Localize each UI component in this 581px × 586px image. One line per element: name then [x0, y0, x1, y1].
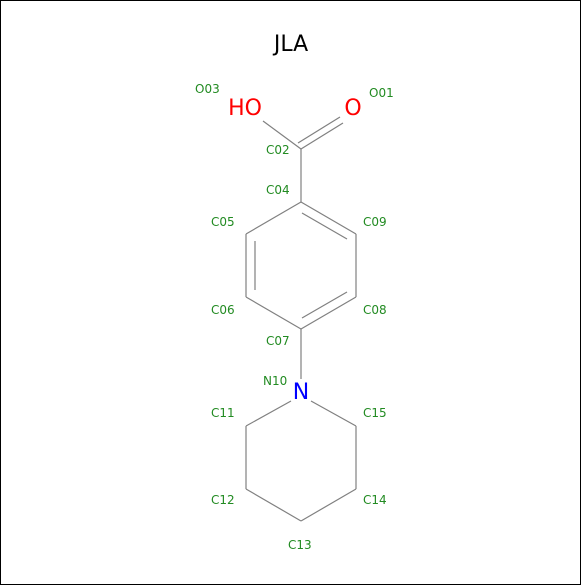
- bond-c04-c09: [300, 201, 357, 235]
- bond-c04-c09-inner: [301, 212, 348, 240]
- atom-label-c15: C15: [363, 406, 387, 420]
- atom-label-o03: O03: [195, 82, 220, 96]
- bond-n10-c11: [245, 400, 292, 427]
- bond-c12-c13: [245, 488, 302, 522]
- atom-label-c07: C07: [266, 334, 290, 348]
- atom-label-c06: C06: [211, 303, 235, 317]
- atom-label-c02: C02: [266, 143, 290, 157]
- bond-c02-o01-a: [300, 122, 344, 150]
- atom-label-c13: C13: [288, 538, 312, 552]
- atom-label-c14: C14: [363, 493, 387, 507]
- atom-label-c08: C08: [363, 303, 387, 317]
- bond-n10-c15: [310, 400, 357, 427]
- hydroxyl-symbol: HO: [228, 96, 262, 121]
- bond-c02-o03: [262, 120, 302, 150]
- nitrogen-symbol: N: [293, 380, 309, 405]
- carbonyl-oxygen-symbol: O: [344, 96, 361, 121]
- bond-c05-c04: [245, 201, 302, 235]
- atom-label-c11: C11: [211, 406, 235, 420]
- atom-label-c12: C12: [211, 493, 235, 507]
- atom-label-n10: N10: [263, 374, 287, 388]
- atom-label-c05: C05: [211, 215, 235, 229]
- bonds: [245, 116, 357, 522]
- bond-c14-c13: [300, 488, 357, 522]
- atom-label-c09: C09: [363, 215, 387, 229]
- atom-label-c04: C04: [266, 183, 290, 197]
- bond-c08-c07-inner: [301, 291, 348, 319]
- bond-c02-o01-b: [297, 116, 341, 144]
- bond-c08-c07: [300, 296, 357, 330]
- atom-label-o01: O01: [369, 86, 394, 100]
- bond-c07-c06: [245, 296, 302, 330]
- molecule-title: JLA: [272, 32, 308, 57]
